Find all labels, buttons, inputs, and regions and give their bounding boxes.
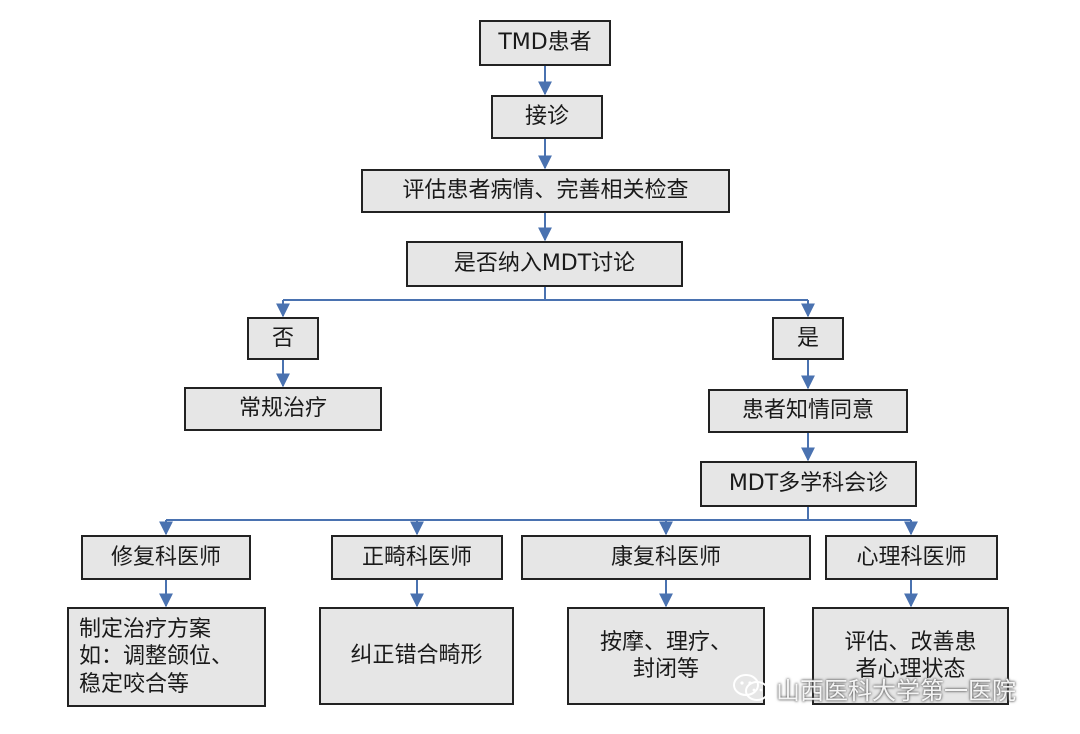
node-rehab-doctor: 康复科医师 bbox=[521, 535, 811, 580]
watermark: 山西医科大学第一医院 bbox=[732, 668, 1016, 708]
node-yes: 是 bbox=[772, 317, 844, 360]
node-routine-treatment: 常规治疗 bbox=[184, 387, 382, 431]
node-informed-consent: 患者知情同意 bbox=[708, 389, 908, 433]
prostho-task-line: 如：调整颌位、 bbox=[79, 644, 234, 670]
prostho-task-line: 稳定咬合等 bbox=[79, 671, 190, 697]
wechat-icon bbox=[732, 673, 770, 703]
node-tmd-patient: TMD患者 bbox=[479, 20, 611, 66]
rehab-task-line: 封闭等 bbox=[632, 657, 699, 682]
watermark-text: 山西医科大学第一医院 bbox=[776, 676, 1016, 705]
node-evaluate: 评估患者病情、完善相关检查 bbox=[361, 169, 730, 213]
node-psych-task: 评估、改善患 者心理状态 bbox=[812, 607, 1009, 705]
psych-task-line: 者心理状态 bbox=[855, 657, 966, 682]
prostho-task-line: 制定治疗方案 bbox=[79, 616, 212, 642]
node-no: 否 bbox=[247, 317, 319, 360]
node-prosthodontist: 修复科医师 bbox=[81, 535, 251, 580]
node-rehab-task: 按摩、理疗、 封闭等 bbox=[567, 607, 765, 705]
node-mdt-consult: MDT多学科会诊 bbox=[700, 461, 917, 507]
node-ortho-task: 纠正错合畸形 bbox=[319, 607, 514, 705]
node-psych-doctor: 心理科医师 bbox=[825, 535, 998, 580]
psych-task-line: 评估、改善患 bbox=[844, 629, 977, 655]
node-orthodontist: 正畸科医师 bbox=[331, 535, 503, 580]
node-mdt-decision: 是否纳入MDT讨论 bbox=[406, 241, 683, 287]
rehab-task-line: 按摩、理疗、 bbox=[599, 629, 732, 655]
node-reception: 接诊 bbox=[491, 95, 603, 139]
node-prostho-task: 制定治疗方案 如：调整颌位、 稳定咬合等 bbox=[67, 607, 266, 707]
